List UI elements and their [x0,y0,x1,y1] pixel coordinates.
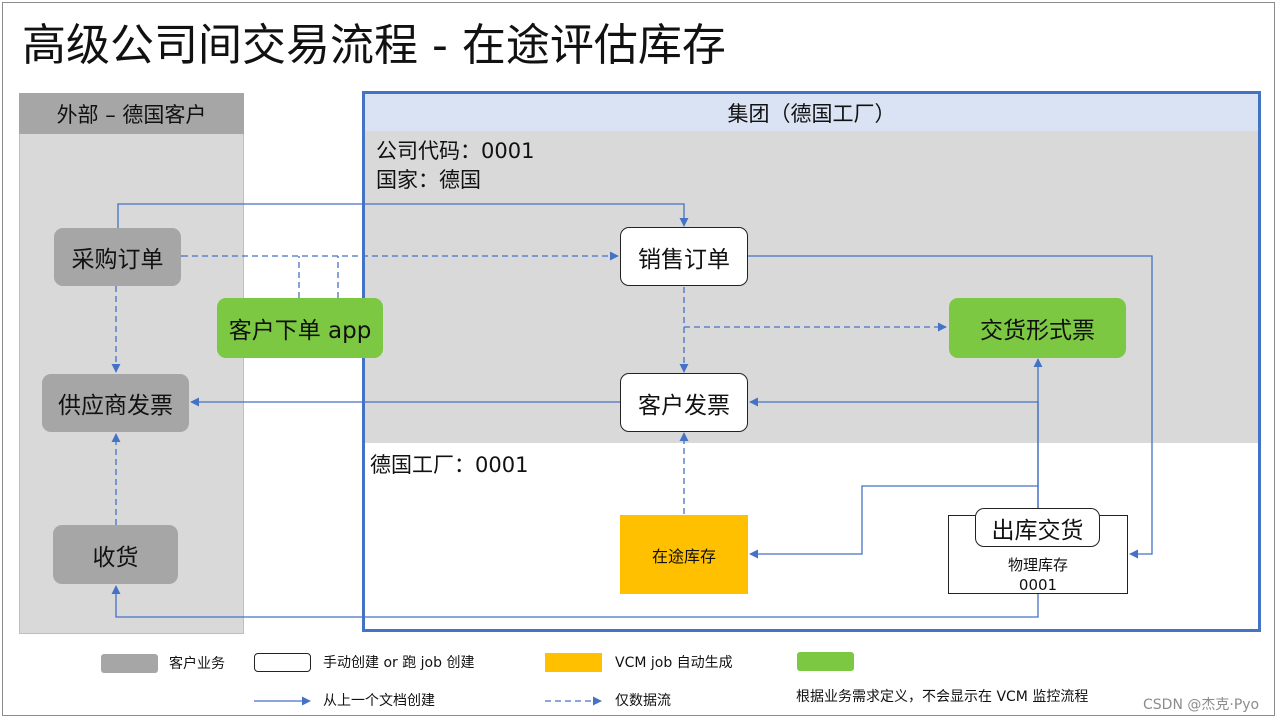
purchase-order-node: 采购订单 [54,228,181,286]
country-key: 国家： [376,168,439,192]
physical-stock-value: 0001 [1018,576,1058,594]
legend-white-swatch [254,653,311,672]
external-lane-header: 外部 – 德国客户 [19,93,244,134]
legend-manual-or-job: 手动创建 or 跑 job 创建 [323,655,475,671]
legend-customer-business: 客户业务 [169,656,225,672]
plant-label: 德国工厂：0001 [370,451,528,479]
goods-receipt-node: 收货 [53,525,178,584]
customer-invoice-node: 客户发票 [620,373,748,432]
plant-key: 德国工厂： [370,453,475,477]
in-transit-stock-node: 在途库存 [620,515,748,594]
arrow-sales-order-to-stock [748,255,1153,559]
customer-app-node: 客户下单 app [217,298,383,358]
legend-from-previous-doc: 从上一个文档创建 [323,693,435,709]
arrow-delivery-to-in-transit [749,485,1038,559]
vendor-invoice-node: 供应商发票 [42,374,189,432]
arrow-po-to-sales-order [117,203,689,228]
company-code-value: 0001 [481,139,535,163]
plant-value: 0001 [475,453,529,477]
company-code-label: 公司代码：0001 [376,137,534,165]
legend-data-flow-only: 仅数据流 [615,693,671,709]
legend-gray-swatch [101,654,158,673]
legend-green-note: 根据业务需求定义，不会显示在 VCM 监控流程 [796,689,1089,705]
group-lane [362,91,1261,632]
watermark: CSDN @杰克·Pyo [1143,697,1260,713]
delivery-form-node: 交货形式票 [949,298,1126,358]
legend-green-swatch [797,652,854,671]
country-value: 德国 [439,168,481,192]
sales-order-node: 销售订单 [620,227,748,286]
outbound-delivery-node: 出库交货 [975,508,1100,547]
arrow-stock-to-goods-receipt [111,585,1039,618]
company-code-area [365,131,1258,443]
country-label: 国家：德国 [376,166,481,194]
company-code-key: 公司代码： [376,139,481,163]
diagram-title: 高级公司间交易流程 - 在途评估库存 [22,20,726,71]
legend-vcm-job-auto: VCM job 自动生成 [615,655,733,671]
group-lane-header: 集团（德国工厂） [365,94,1258,131]
physical-stock-label: 物理库存 [1007,556,1068,574]
legend-orange-swatch [545,653,602,672]
